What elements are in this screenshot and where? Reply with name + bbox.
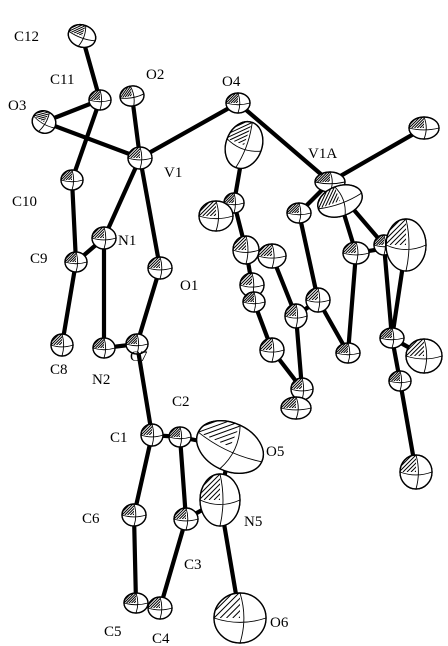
label-C7: C7 bbox=[130, 349, 148, 365]
bond-c11-c10 bbox=[69, 97, 103, 183]
bond-o3-v1 bbox=[41, 119, 143, 161]
atom-ellipsoid-p6 bbox=[286, 202, 312, 224]
bond-o1-c7 bbox=[134, 265, 163, 347]
bond-v1a-or1 bbox=[327, 125, 427, 185]
bond-layer bbox=[41, 33, 427, 621]
atom-ellipsoid-c8 bbox=[50, 333, 74, 357]
label-layer: C12 C11 O2 O4 O3 V1 V1A C10 N1 C9 O1 C8 … bbox=[8, 29, 337, 646]
atom-ellipsoid-o6 bbox=[213, 592, 267, 644]
atom-ellipsoid-p12 bbox=[259, 337, 285, 363]
bond-c10-c9 bbox=[69, 177, 79, 265]
label-C3: C3 bbox=[184, 557, 202, 573]
bond-v1-n1 bbox=[101, 155, 143, 241]
label-V1: V1 bbox=[164, 165, 182, 181]
atom-ellipsoid-p19 bbox=[399, 454, 433, 490]
bond-c9-c8 bbox=[59, 259, 79, 348]
atom-ellipsoid-p3 bbox=[198, 200, 234, 232]
atom-ellipsoid-p7 bbox=[342, 241, 370, 265]
label-C12: C12 bbox=[14, 29, 39, 45]
label-O5: O5 bbox=[266, 444, 284, 460]
bond-c7-c1 bbox=[134, 341, 155, 438]
bond-o4-v1a bbox=[235, 100, 333, 185]
label-V1A: V1A bbox=[308, 146, 337, 162]
label-C4: C4 bbox=[152, 631, 170, 646]
label-C5: C5 bbox=[104, 624, 122, 640]
label-C2: C2 bbox=[172, 394, 190, 410]
bond-c1-c6 bbox=[131, 432, 155, 518]
label-C1: C1 bbox=[110, 430, 128, 446]
label-C11: C11 bbox=[50, 72, 74, 88]
atom-ellipsoid-c2 bbox=[168, 426, 192, 448]
atom-ellipsoid-p14 bbox=[280, 396, 312, 420]
atom-ellipsoid-p10 bbox=[305, 287, 331, 313]
label-O3: O3 bbox=[8, 98, 26, 114]
label-N2: N2 bbox=[92, 372, 110, 388]
label-O1: O1 bbox=[180, 278, 198, 294]
atom-ellipsoid-n5 bbox=[199, 473, 241, 527]
bond-v1-o4 bbox=[137, 100, 241, 161]
bond-p7-p15 bbox=[345, 250, 359, 356]
atom-layer bbox=[28, 20, 443, 644]
bond-p8-p16 bbox=[381, 242, 395, 341]
atom-ellipsoid-v1 bbox=[127, 146, 153, 170]
label-C10: C10 bbox=[12, 194, 37, 210]
bond-c4-c3 bbox=[157, 516, 189, 611]
atom-ellipsoid-n1 bbox=[91, 226, 117, 250]
atom-ellipsoid-c10 bbox=[60, 169, 84, 191]
atom-ellipsoid-or1 bbox=[408, 116, 440, 140]
label-O2: O2 bbox=[146, 67, 164, 83]
bond-c6-c5 bbox=[131, 512, 139, 606]
atom-ellipsoid-o1 bbox=[147, 256, 173, 280]
label-C8: C8 bbox=[50, 362, 68, 378]
bond-c2-c3 bbox=[177, 434, 189, 522]
label-C9: C9 bbox=[30, 251, 48, 267]
atom-ellipsoid-c6 bbox=[121, 503, 147, 527]
label-O4: O4 bbox=[222, 74, 241, 90]
label-N5: N5 bbox=[244, 514, 262, 530]
label-N1: N1 bbox=[118, 233, 136, 249]
atom-ellipsoid-n2 bbox=[92, 337, 116, 359]
label-O6: O6 bbox=[270, 615, 289, 631]
bond-p6-p10 bbox=[296, 210, 321, 303]
atom-ellipsoid-c4 bbox=[147, 596, 173, 620]
label-C6: C6 bbox=[82, 511, 100, 527]
atom-ellipsoid-p15 bbox=[335, 342, 361, 364]
atom-ellipsoid-p9 bbox=[385, 218, 427, 272]
bond-v1-o1 bbox=[137, 155, 163, 271]
atom-ellipsoid-c3 bbox=[173, 507, 199, 531]
atom-ellipsoid-p11 bbox=[284, 303, 308, 329]
atom-ellipsoid-c7 bbox=[125, 333, 149, 355]
